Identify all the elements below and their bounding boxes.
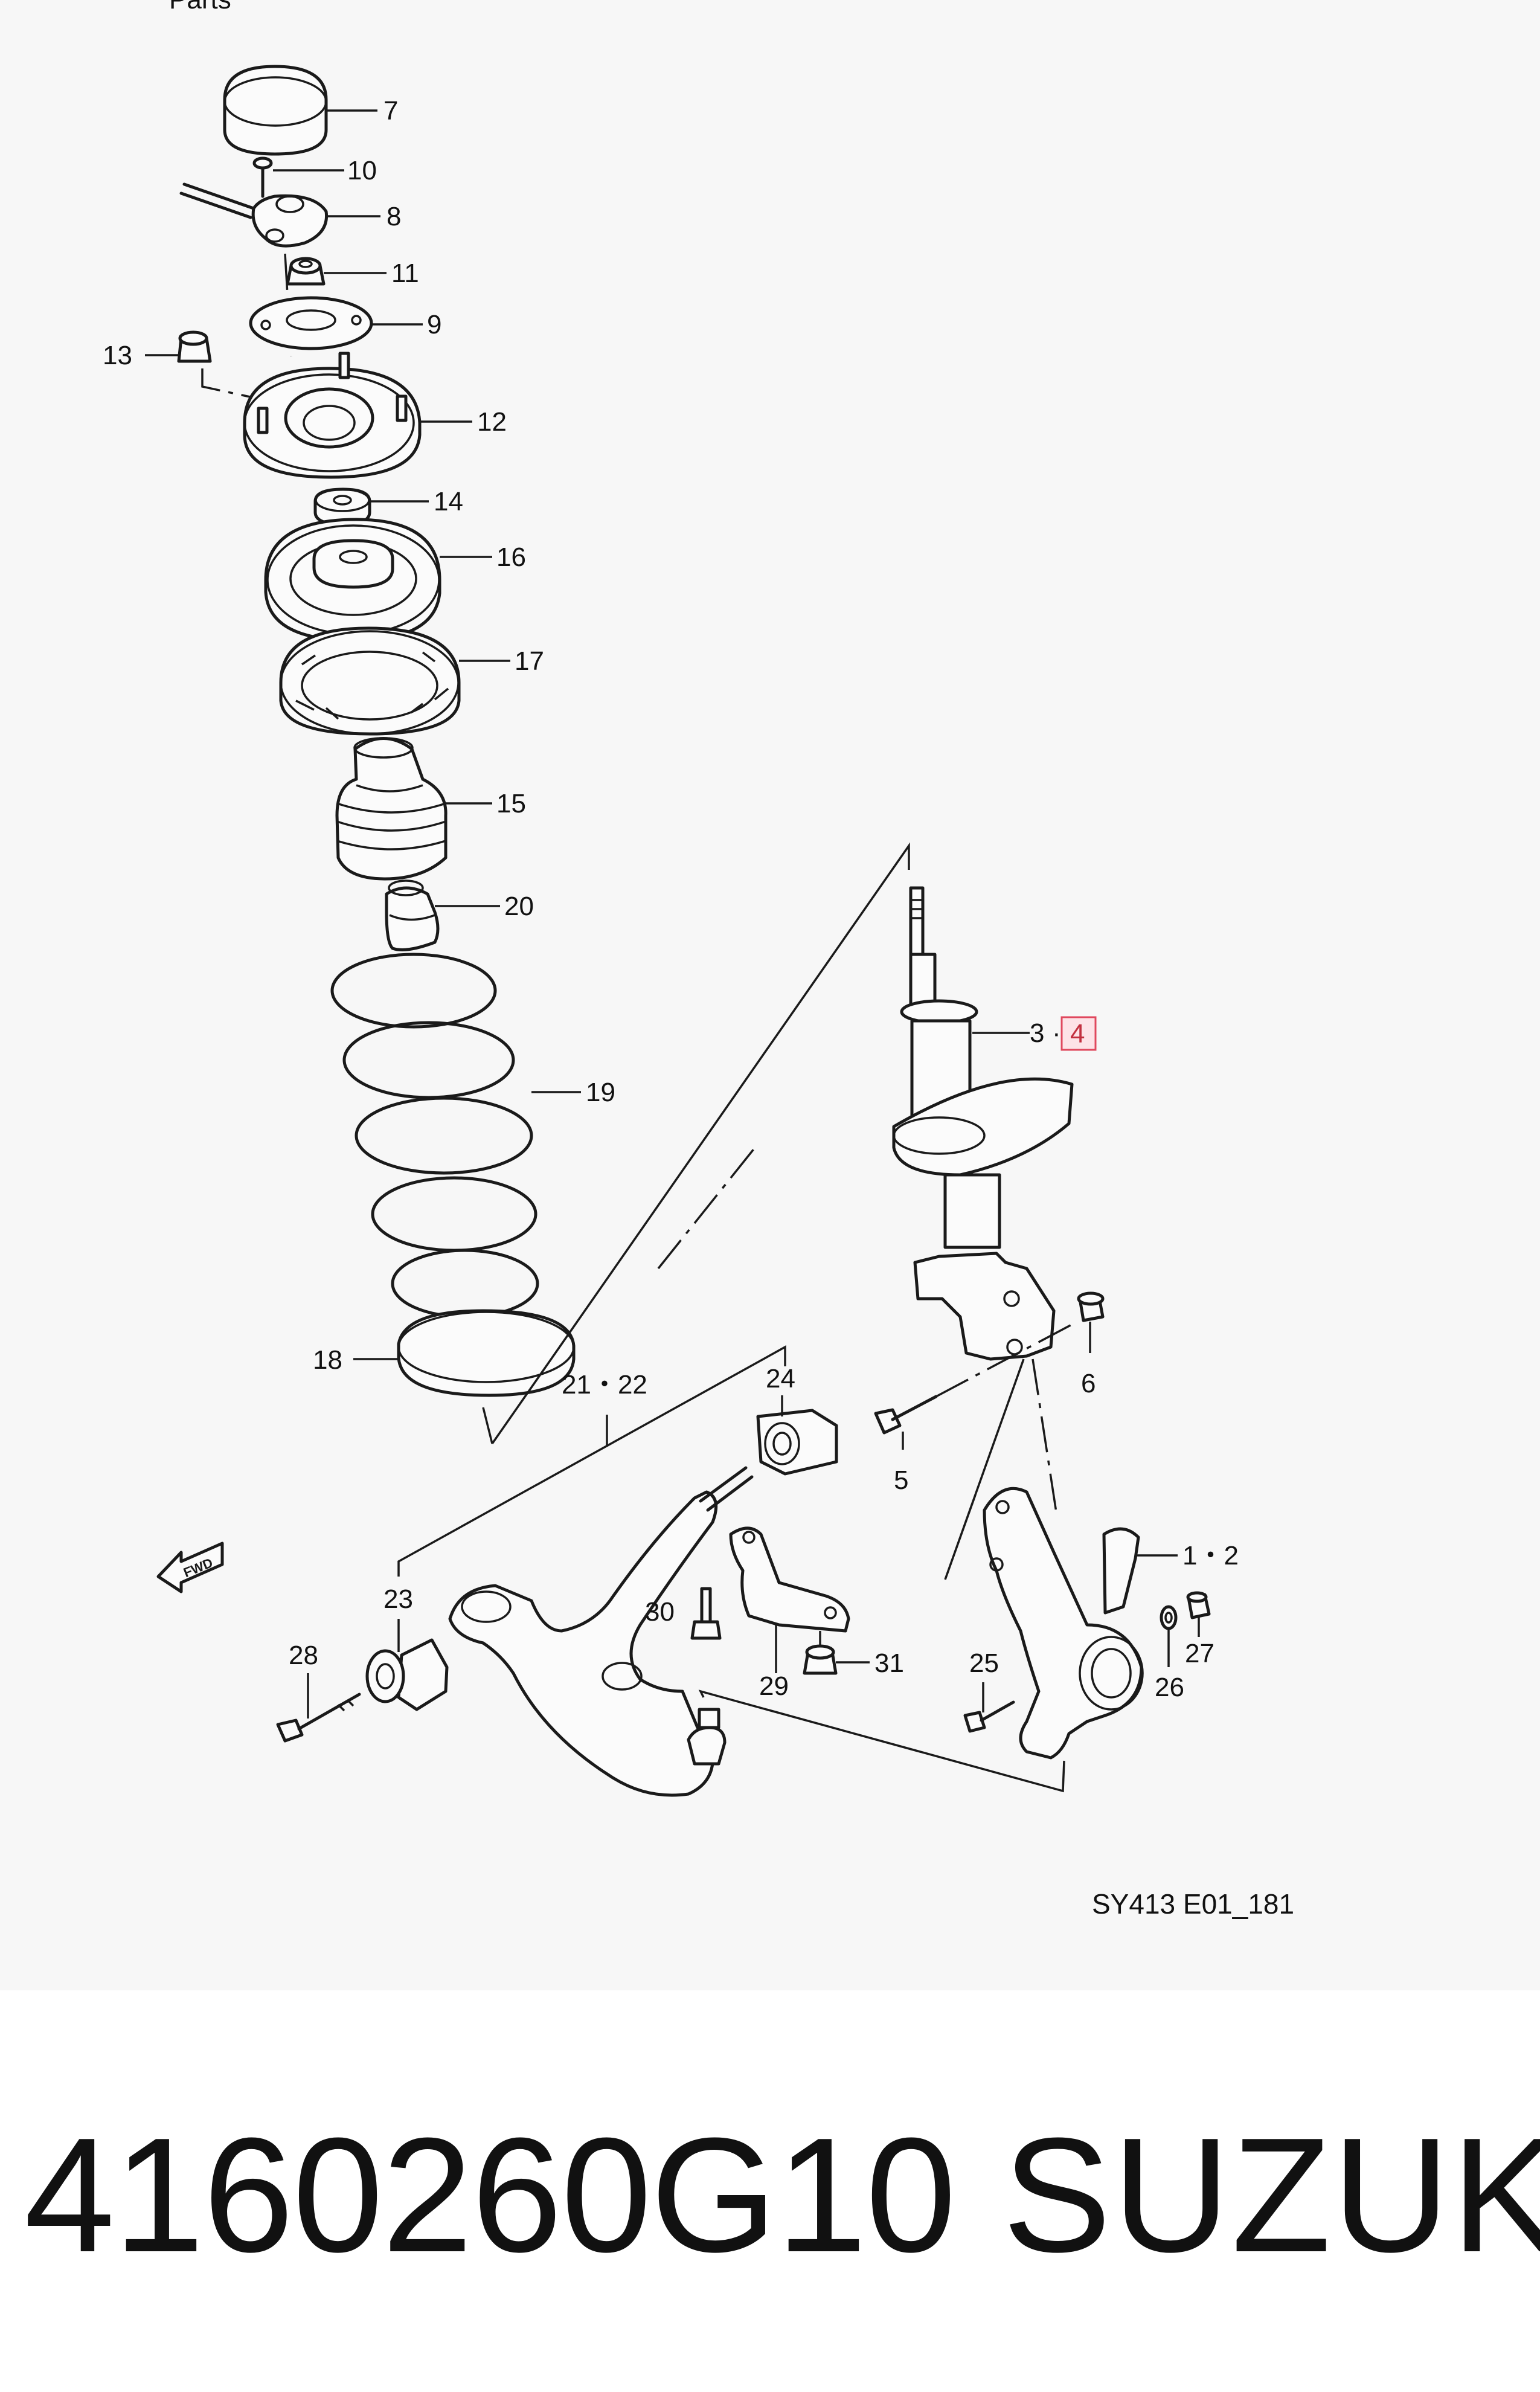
callout-19[interactable]: 19 [586, 1078, 615, 1107]
callout-26[interactable]: 26 [1155, 1673, 1184, 1702]
highlight-box-4[interactable] [1060, 1016, 1097, 1051]
exploded-diagram: Parts 7 10 8 11 9 13 [103, 0, 1294, 1920]
callout-4-highlighted[interactable]: 4 [1070, 1019, 1085, 1049]
part-13-nut[interactable] [177, 330, 212, 363]
part-20-bump-stop[interactable] [385, 879, 440, 951]
part-26-washer[interactable] [1160, 1605, 1178, 1630]
part-8-sensor-bracket[interactable] [179, 182, 329, 248]
brand-name: SUZUKI [1003, 2104, 1540, 2286]
part-number: 4160260G10 [24, 2104, 956, 2286]
part-3-4-strut-assembly[interactable] [892, 886, 1074, 1361]
part-24-rear-bushing[interactable] [756, 1409, 838, 1476]
callout-27[interactable]: 27 [1185, 1639, 1214, 1668]
bracket-line-left [482, 1407, 493, 1444]
callout-5[interactable]: 5 [894, 1465, 908, 1495]
axis-line-knuckle [1031, 1358, 1058, 1517]
axis-line-13 [201, 368, 259, 400]
part-9-plate[interactable] [249, 296, 373, 350]
callout-14[interactable]: 14 [434, 487, 463, 516]
part-5-bolt[interactable] [874, 1395, 938, 1435]
diagram-code: SY413 E01_181 [1092, 1888, 1294, 1920]
callout-24[interactable]: 24 [766, 1364, 795, 1394]
part-25-bolt[interactable] [963, 1700, 1015, 1733]
callout-20[interactable]: 20 [504, 892, 534, 921]
callout-29[interactable]: 29 [759, 1671, 789, 1701]
callout-17[interactable]: 17 [515, 646, 544, 676]
callout-1-2[interactable]: 1・2 [1182, 1541, 1239, 1571]
fwd-arrow-icon: FWD [156, 1542, 224, 1593]
part-28-bolt[interactable] [276, 1693, 361, 1743]
part-7-strut-cap[interactable] [223, 65, 328, 156]
part-6-nut[interactable] [1077, 1291, 1105, 1322]
part-29-bushing-bracket[interactable] [729, 1526, 850, 1633]
part-12-strut-mount[interactable] [243, 352, 422, 479]
callout-16[interactable]: 16 [496, 542, 526, 572]
callout-7[interactable]: 7 [383, 96, 398, 126]
bracket-line-knuckle [944, 1358, 1025, 1580]
callout-11[interactable]: 11 [391, 259, 419, 288]
part-16-upper-spring-seat[interactable] [264, 518, 441, 642]
footer-bar [0, 1990, 1540, 2392]
callout-3[interactable]: 3 [1030, 1018, 1044, 1048]
bracket-line-ball-joint [698, 1690, 1065, 1793]
axis-line-strut [657, 1146, 756, 1270]
part-30-bolt[interactable] [690, 1587, 722, 1640]
part-1-2-steering-knuckle[interactable] [983, 1487, 1144, 1760]
callout-8[interactable]: 8 [387, 202, 401, 231]
callout-30[interactable]: 30 [645, 1597, 675, 1627]
callout-31[interactable]: 31 [874, 1648, 904, 1678]
part-18-lower-insulator[interactable] [397, 1309, 576, 1397]
callout-15[interactable]: 15 [496, 789, 526, 818]
callout-13[interactable]: 13 [103, 341, 132, 370]
callout-25[interactable]: 25 [969, 1648, 999, 1678]
part-23-front-bushing[interactable] [365, 1638, 449, 1711]
callout-10[interactable]: 10 [347, 156, 377, 185]
part-31-nut[interactable] [803, 1644, 838, 1675]
part-21-22-lower-control-arm[interactable] [448, 1466, 754, 1797]
part-11-nut[interactable] [286, 257, 326, 286]
axis-line-5-6 [935, 1322, 1076, 1398]
callout-28[interactable]: 28 [289, 1641, 318, 1670]
header-partial-title: Parts [169, 0, 231, 14]
callout-18[interactable]: 18 [313, 1345, 342, 1375]
diagram-panel: Parts 7 10 8 11 9 13 [103, 0, 1295, 1920]
callout-3-separator: · [1052, 1018, 1061, 1048]
callout-23[interactable]: 23 [383, 1584, 413, 1614]
part-10-screw[interactable] [252, 156, 273, 198]
bracket-line-strut [491, 842, 910, 1445]
part-17-spring-insulator[interactable] [279, 626, 461, 736]
part-27-nut[interactable] [1186, 1591, 1211, 1619]
part-15-dust-boot[interactable] [335, 737, 448, 881]
callout-6[interactable]: 6 [1081, 1369, 1096, 1398]
callout-21-22[interactable]: 21・22 [562, 1370, 647, 1400]
bracket-line-21-22 [397, 1345, 786, 1577]
callout-12[interactable]: 12 [477, 407, 507, 437]
callout-9[interactable]: 9 [427, 310, 441, 339]
part-19-coil-spring[interactable] [330, 953, 539, 1319]
